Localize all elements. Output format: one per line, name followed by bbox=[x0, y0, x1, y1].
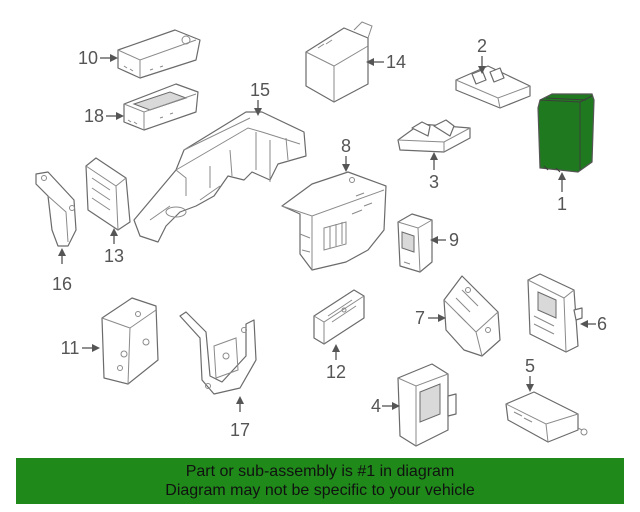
banner-line-1: Part or sub-assembly is #1 in diagram bbox=[185, 463, 455, 480]
part-1-control-module-highlighted[interactable] bbox=[537, 93, 595, 173]
callout-5: 5 bbox=[525, 356, 535, 392]
svg-text:13: 13 bbox=[104, 246, 124, 266]
part-8-fuse-box[interactable] bbox=[281, 171, 387, 271]
part-2-bracket[interactable] bbox=[455, 65, 531, 109]
callout-17: 17 bbox=[230, 396, 250, 440]
callout-16: 16 bbox=[52, 248, 72, 294]
callout-8: 8 bbox=[341, 136, 351, 172]
svg-text:16: 16 bbox=[52, 274, 72, 294]
part-16-bracket[interactable] bbox=[35, 171, 77, 247]
callout-14: 14 bbox=[366, 52, 406, 72]
svg-text:5: 5 bbox=[525, 356, 535, 376]
part-3-bracket[interactable] bbox=[397, 119, 471, 153]
callout-10: 10 bbox=[78, 48, 118, 68]
notice-banner: Part or sub-assembly is #1 in diagram Di… bbox=[16, 458, 624, 504]
banner-line-2: Diagram may not be specific to your vehi… bbox=[165, 482, 475, 499]
svg-text:17: 17 bbox=[230, 420, 250, 440]
part-10-module[interactable] bbox=[117, 29, 201, 79]
part-4-module[interactable] bbox=[397, 363, 457, 447]
part-18-module[interactable] bbox=[123, 83, 199, 131]
svg-text:4: 4 bbox=[371, 396, 381, 416]
callout-9: 9 bbox=[430, 230, 459, 250]
part-13-module[interactable] bbox=[85, 157, 131, 231]
callout-13: 13 bbox=[104, 228, 124, 266]
callout-3: 3 bbox=[429, 152, 439, 192]
svg-text:18: 18 bbox=[84, 106, 104, 126]
callout-4: 4 bbox=[371, 396, 400, 416]
svg-text:2: 2 bbox=[477, 36, 487, 56]
callout-18: 18 bbox=[84, 106, 124, 126]
svg-text:12: 12 bbox=[326, 362, 346, 382]
svg-text:9: 9 bbox=[449, 230, 459, 250]
callout-6: 6 bbox=[580, 314, 607, 334]
callout-15: 15 bbox=[250, 80, 270, 116]
part-14-bracket-module[interactable] bbox=[305, 21, 373, 103]
svg-text:3: 3 bbox=[429, 172, 439, 192]
callout-7: 7 bbox=[415, 308, 446, 328]
svg-text:1: 1 bbox=[557, 194, 567, 214]
part-15-mounting-frame[interactable] bbox=[133, 111, 307, 243]
svg-text:14: 14 bbox=[386, 52, 406, 72]
part-6-module[interactable] bbox=[527, 273, 583, 353]
part-5-module[interactable] bbox=[505, 391, 588, 443]
svg-text:8: 8 bbox=[341, 136, 351, 156]
callout-2: 2 bbox=[477, 36, 487, 74]
callout-12: 12 bbox=[326, 344, 346, 382]
svg-text:10: 10 bbox=[78, 48, 98, 68]
svg-text:7: 7 bbox=[415, 308, 425, 328]
callout-1: 1 bbox=[557, 172, 567, 214]
part-17-bracket[interactable] bbox=[179, 311, 257, 395]
part-7-bracket[interactable] bbox=[443, 275, 501, 357]
part-12-module[interactable] bbox=[313, 289, 365, 345]
svg-text:11: 11 bbox=[61, 338, 80, 358]
part-11-bracket-plate[interactable] bbox=[101, 297, 159, 385]
svg-text:15: 15 bbox=[250, 80, 270, 100]
svg-text:6: 6 bbox=[597, 314, 607, 334]
part-9-relay-module[interactable] bbox=[397, 213, 433, 273]
callout-11: 11 bbox=[61, 338, 100, 358]
